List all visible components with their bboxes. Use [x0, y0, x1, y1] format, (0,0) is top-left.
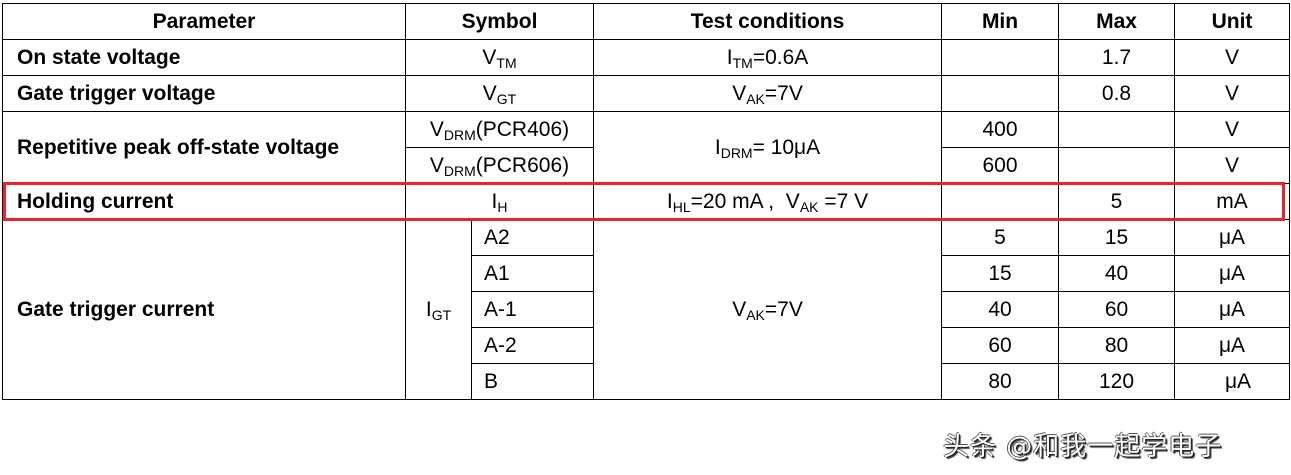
header-min: Min [941, 3, 1060, 40]
min-cell: 400 [941, 111, 1060, 148]
max-cell: 5 [1058, 183, 1176, 220]
min-cell: 15 [941, 255, 1060, 292]
param-cell: Holding current [2, 183, 406, 220]
watermark: 头条 @和我一起学电子 [943, 432, 1223, 462]
unit-cell: mA [1174, 183, 1291, 220]
table-row: B 80 120 μA [3, 363, 1291, 400]
symbol-cell: IGT [405, 219, 472, 400]
table-row: VDRM(PCR606) 600 V [3, 147, 1291, 184]
condition-cell: ITM=0.6A [593, 39, 943, 76]
table-row: Gate trigger voltage VGT VAK=7V 0.8 V [2, 75, 1291, 112]
grade-cell: A-1 [470, 291, 595, 328]
unit-cell: V [1174, 111, 1291, 148]
grade-cell: A1 [470, 255, 595, 292]
specs-table: Parameter Symbol Test conditions Min Max… [2, 3, 1291, 400]
param-cell: On state voltage [2, 39, 406, 76]
condition-cell: VAK=7V [593, 219, 943, 400]
max-cell: 1.7 [1058, 39, 1176, 76]
max-cell: 40 [1058, 255, 1176, 292]
max-cell: 120 [1058, 363, 1176, 400]
min-cell [941, 75, 1060, 112]
min-cell: 60 [941, 327, 1060, 364]
table-row: Gate trigger current IGT A2 VAK=7V 5 15 … [2, 219, 1291, 400]
max-cell [1058, 147, 1176, 184]
unit-cell: V [1174, 39, 1291, 76]
min-cell [941, 39, 1060, 76]
header-unit: Unit [1174, 3, 1291, 40]
grade-cell: A2 [470, 219, 595, 256]
max-cell: 0.8 [1058, 75, 1176, 112]
param-cell: Repetitive peak off-state voltage [2, 111, 406, 184]
max-cell [1058, 111, 1176, 148]
symbol-cell: VDRM(PCR606) [404, 147, 595, 184]
min-cell: 5 [941, 219, 1060, 256]
header-max: Max [1058, 3, 1176, 40]
symbol-cell: VTM [404, 39, 595, 76]
max-cell: 80 [1058, 327, 1176, 364]
unit-cell: μA [1174, 291, 1291, 328]
min-cell: 40 [941, 291, 1060, 328]
table-row: On state voltage VTM ITM=0.6A 1.7 V [2, 39, 1291, 76]
symbol-cell: VDRM(PCR406) [404, 111, 595, 148]
table-row: A1 15 40 μA [3, 255, 1291, 292]
table-row: Repetitive peak off-state voltage VDRM(P… [2, 111, 1291, 184]
max-cell: 60 [1058, 291, 1176, 328]
param-cell: Gate trigger voltage [2, 75, 406, 112]
min-cell: 600 [941, 147, 1060, 184]
symbol-cell: IH [404, 183, 595, 220]
unit-cell: μA [1174, 363, 1291, 400]
grade-cell: A-2 [470, 327, 595, 364]
header-parameter: Parameter [2, 3, 406, 40]
header-conditions: Test conditions [593, 3, 943, 40]
unit-cell: μA [1174, 255, 1291, 292]
condition-cell: IDRM= 10μA [593, 111, 943, 184]
table-row-holding-current: Holding current IH IHL=20 mA , VAK =7 V … [2, 183, 1291, 220]
unit-cell: V [1174, 75, 1291, 112]
unit-cell: μA [1174, 327, 1291, 364]
max-cell: 15 [1058, 219, 1176, 256]
unit-cell: μA [1174, 219, 1291, 256]
param-cell: Gate trigger current [2, 219, 406, 400]
header-row: Parameter Symbol Test conditions Min Max… [2, 3, 1291, 40]
condition-cell: IHL=20 mA , VAK =7 V [593, 183, 943, 220]
min-cell [941, 183, 1060, 220]
unit-cell: V [1174, 147, 1291, 184]
grade-cell: B [470, 363, 595, 400]
condition-cell: VAK=7V [593, 75, 943, 112]
symbol-cell: VGT [404, 75, 595, 112]
header-symbol: Symbol [404, 3, 595, 40]
min-cell: 80 [941, 363, 1060, 400]
